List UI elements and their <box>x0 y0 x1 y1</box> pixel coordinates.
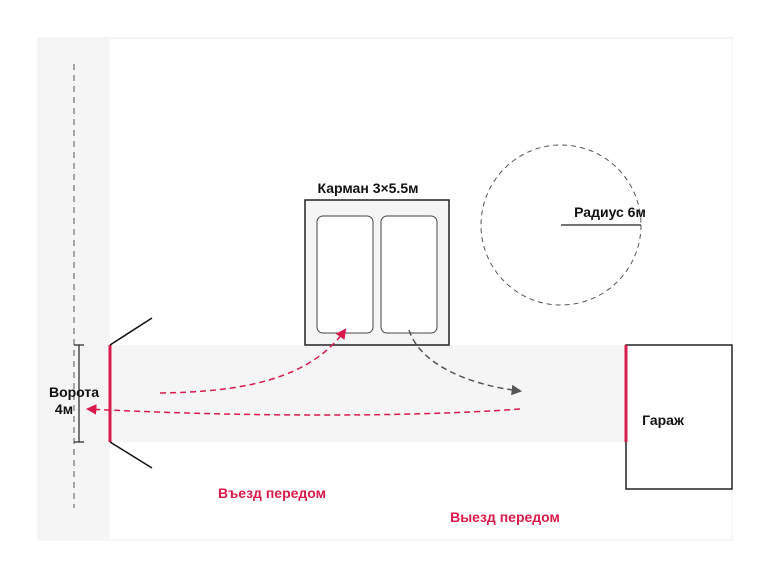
entry-path-arrow <box>159 328 347 394</box>
garage-label: Гараж <box>642 412 685 428</box>
driveway <box>110 345 626 442</box>
gate-leaf-top <box>109 317 153 346</box>
gate-dimension <box>74 344 84 443</box>
gate-label-line1: Ворота <box>49 384 99 400</box>
gate-leaf-bottom <box>109 441 153 469</box>
exit-label: Выезд передом <box>450 509 560 525</box>
pocket-label: Карман 3×5.5м <box>318 180 419 196</box>
radius-label: Радиус 6м <box>574 204 646 220</box>
exit-path-arrow-gray <box>408 329 523 396</box>
exit-path-arrow-red <box>85 404 521 416</box>
gate-label-line2: 4м <box>55 401 73 417</box>
entry-label: Въезд передом <box>218 485 326 501</box>
parking-slot-left <box>316 215 374 334</box>
parking-slot-right <box>380 215 438 334</box>
garage <box>625 344 733 490</box>
